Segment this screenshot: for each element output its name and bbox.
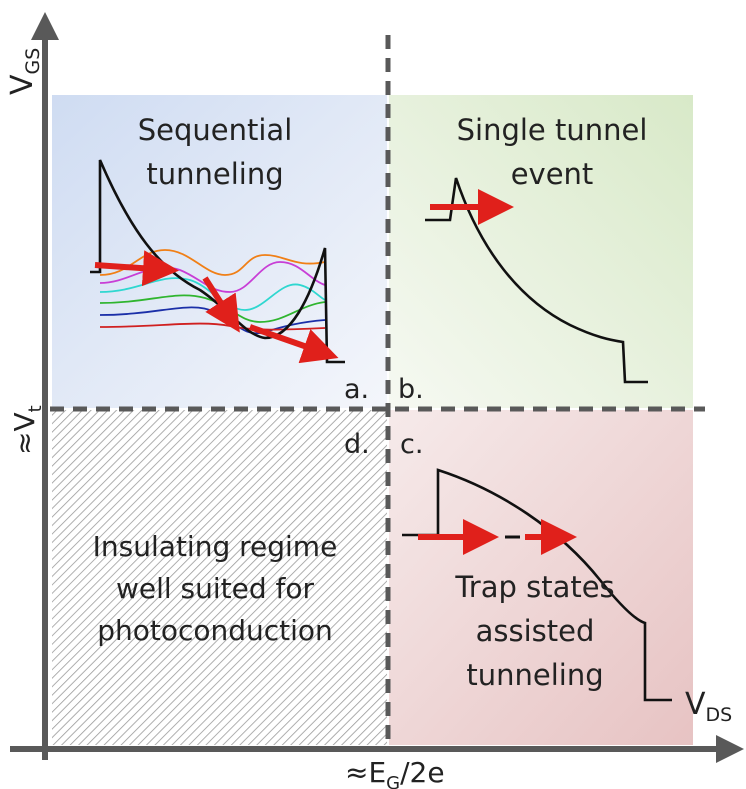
trap-assisted-band-profile [402, 468, 672, 702]
x-axis-label: VDS [685, 687, 732, 726]
threshold-voltage-label: ≈Vt [8, 405, 46, 455]
quadrant-a-title-line1: Sequential [138, 113, 293, 147]
quadrant-c-title-line3: tunneling [466, 658, 603, 692]
quadrant-a-letter: a. [344, 374, 369, 405]
quadrant-c-letter: c. [400, 429, 423, 460]
sequential-arrow-3 [249, 324, 339, 364]
quadrant-b-title-line1: Single tunnel [457, 113, 648, 147]
quadrant-c-background [389, 410, 693, 745]
quadrant-d-letter: d. [344, 429, 370, 460]
sequential-arrow-2 [202, 276, 240, 333]
quadrant-d-title-line2: well suited for [116, 572, 315, 605]
quadrant-a-title-line2: tunneling [146, 157, 283, 191]
quadrant-c-title-line2: assisted [476, 614, 595, 648]
quadrant-d-title-line3: photoconduction [97, 614, 333, 647]
quadrant-b-letter: b. [398, 374, 424, 405]
quadrant-b-background [389, 95, 693, 408]
x-axis-arrowhead [716, 735, 744, 763]
quadrant-c-title-line1: Trap states [454, 570, 614, 604]
y-axis-arrowhead [31, 12, 59, 40]
sequential-arrow-1 [94, 250, 179, 287]
wavefunction-1 [99, 249, 326, 276]
quadrant-d-background [52, 410, 387, 745]
bandgap-label: ≈EG/2e [345, 756, 445, 789]
y-axis-label: VGS [5, 48, 44, 95]
quadrant-d-title-line1: Insulating regime [93, 530, 338, 563]
quadrant-b-title-line2: event [511, 157, 594, 191]
